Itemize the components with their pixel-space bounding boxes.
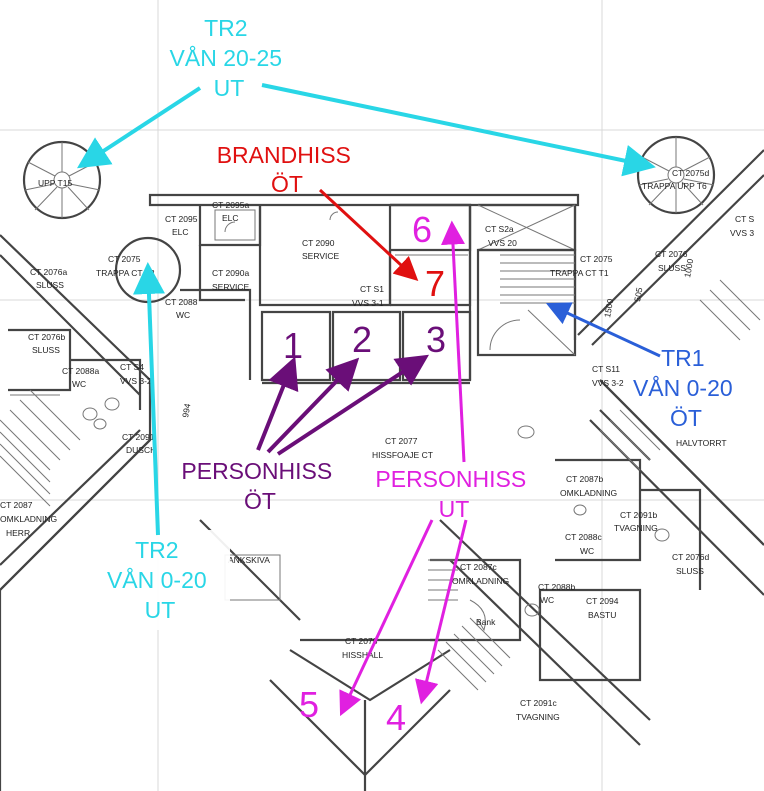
- room-label: BASTU: [588, 610, 616, 620]
- elevator-1: 1: [283, 325, 303, 366]
- annotation-personhiss-ut: PERSONHISS UT: [375, 466, 532, 522]
- arrow-brandhiss: [318, 188, 419, 282]
- room-label: UPP T15: [38, 178, 72, 188]
- room-label: CT S2a: [485, 224, 514, 234]
- room-label: CT 2088: [165, 297, 198, 307]
- room-label: VVS 20: [488, 238, 517, 248]
- room-label: CT 2076b: [28, 332, 65, 342]
- room-label: CT 2075d: [672, 168, 709, 178]
- room-label: CT 2075: [108, 254, 141, 264]
- room-labels: CT 2076a SLUSS CT 2095 ELC CT 2095a ELC …: [0, 168, 755, 722]
- room-label: OMKLADNING: [0, 514, 57, 524]
- room-label: TRAPPA CT T2: [96, 268, 155, 278]
- annotation-texts: TR2 VÅN 20-25 UT BRANDHISS ÖT TR1 VÅN 0-…: [107, 15, 739, 623]
- arrow-tr2-top-right: [261, 83, 656, 177]
- annotation-personhiss-ot: PERSONHISS ÖT: [181, 458, 338, 514]
- room-label: TVAGNING: [614, 523, 658, 533]
- room-label: CT 2088b: [538, 582, 575, 592]
- room-label: DUSCH: [126, 445, 156, 455]
- room-label: CT 2076d: [672, 552, 709, 562]
- room-label: CT 2088a: [62, 366, 99, 376]
- room-label: TRAPPA CT T1: [550, 268, 609, 278]
- room-label: TVAGNING: [516, 712, 560, 722]
- room-label: CT 2095a: [212, 200, 249, 210]
- room-label: SLUSS: [676, 566, 704, 576]
- room-label: HALVTORRT: [676, 438, 727, 448]
- elevator-2: 2: [352, 319, 372, 360]
- elevator-3: 3: [426, 319, 446, 360]
- dimension-label: 505: [632, 286, 644, 302]
- room-label: TRAPPA UPP T6: [642, 181, 707, 191]
- room-label: VVS 3-2: [592, 378, 624, 388]
- arrow-tr2-top-left: [76, 86, 202, 169]
- room-label: SERVICE: [302, 251, 339, 261]
- room-label: WC: [540, 595, 554, 605]
- elevator-7: 7: [425, 263, 445, 304]
- annotation-tr1: TR1 VÅN 0-20 ÖT: [633, 345, 739, 431]
- room-label: SLUSS: [658, 263, 686, 273]
- room-label: CT 2091: [122, 432, 155, 442]
- room-label: CT 2087c: [460, 562, 497, 572]
- room-label: ELC: [222, 213, 239, 223]
- room-label: VVS 3-1: [352, 298, 384, 308]
- room-label: OMKLADNING: [452, 576, 509, 586]
- room-label: ANKSKIVA: [228, 555, 270, 565]
- room-label: CT S1: [360, 284, 384, 294]
- room-label: WC: [72, 379, 86, 389]
- room-label: SLUSS: [36, 280, 64, 290]
- arrow-personhiss-1: [256, 356, 299, 451]
- room-label: CT 2094: [586, 596, 619, 606]
- room-label: CT 2078: [345, 636, 378, 646]
- dimension-label: 1500: [602, 298, 615, 319]
- arrow-personhiss-ut-5: [339, 519, 434, 717]
- room-label: VVS 3: [730, 228, 754, 238]
- arrow-tr2-bottom: [132, 262, 165, 536]
- elevator-4: 4: [386, 697, 406, 738]
- arrow-personhiss-ut-4: [414, 519, 468, 705]
- room-label: CT 2088c: [565, 532, 602, 542]
- room-label: OMKLADNING: [560, 488, 617, 498]
- annotation-brandhiss: BRANDHISS ÖT: [217, 142, 358, 197]
- room-label: ELC: [172, 227, 189, 237]
- room-label: WC: [580, 546, 594, 556]
- room-label: SLUSS: [32, 345, 60, 355]
- room-label: CT S: [735, 214, 755, 224]
- arrow-personhiss-3: [276, 354, 430, 456]
- annotation-tr2-top: TR2 VÅN 20-25 UT: [170, 15, 289, 101]
- arrow-personhiss-ut-6: [441, 220, 466, 463]
- room-label: Bank: [476, 617, 496, 627]
- annotation-arrows: [76, 83, 661, 717]
- room-label: CT 2091c: [520, 698, 557, 708]
- arrow-tr1: [545, 302, 661, 358]
- room-label: CT 2077: [385, 436, 418, 446]
- room-label: CT 2076a: [30, 267, 67, 277]
- room-label: CT 2087: [0, 500, 33, 510]
- dimension-label: 994: [180, 402, 192, 418]
- room-label: HISSHALL: [342, 650, 383, 660]
- arrow-personhiss-2: [266, 357, 360, 454]
- annotation-tr2-bottom: TR2 VÅN 0-20 UT: [107, 537, 213, 623]
- room-label: HERR: [6, 528, 30, 538]
- room-label: CT 2075: [580, 254, 613, 264]
- room-label: SERVICE: [212, 282, 249, 292]
- room-label: CT 2090: [302, 238, 335, 248]
- room-label: CT 2090a: [212, 268, 249, 278]
- room-label: CT 2095: [165, 214, 198, 224]
- room-label: CT 2091b: [620, 510, 657, 520]
- room-label: CT S11: [592, 364, 620, 374]
- elevator-6: 6: [412, 209, 432, 250]
- elevator-5: 5: [299, 684, 319, 725]
- room-label: CT 2076: [655, 249, 688, 259]
- room-label: WC: [176, 310, 190, 320]
- room-label: VVS 3-2: [120, 376, 152, 386]
- elevator-numbers: 1 2 3 6 7 5 4: [283, 209, 446, 738]
- dimension-label: 1000: [682, 258, 695, 279]
- room-label: CT S4: [120, 362, 144, 372]
- room-label: CT 2087b: [566, 474, 603, 484]
- room-label: HISSFOAJE CT: [372, 450, 433, 460]
